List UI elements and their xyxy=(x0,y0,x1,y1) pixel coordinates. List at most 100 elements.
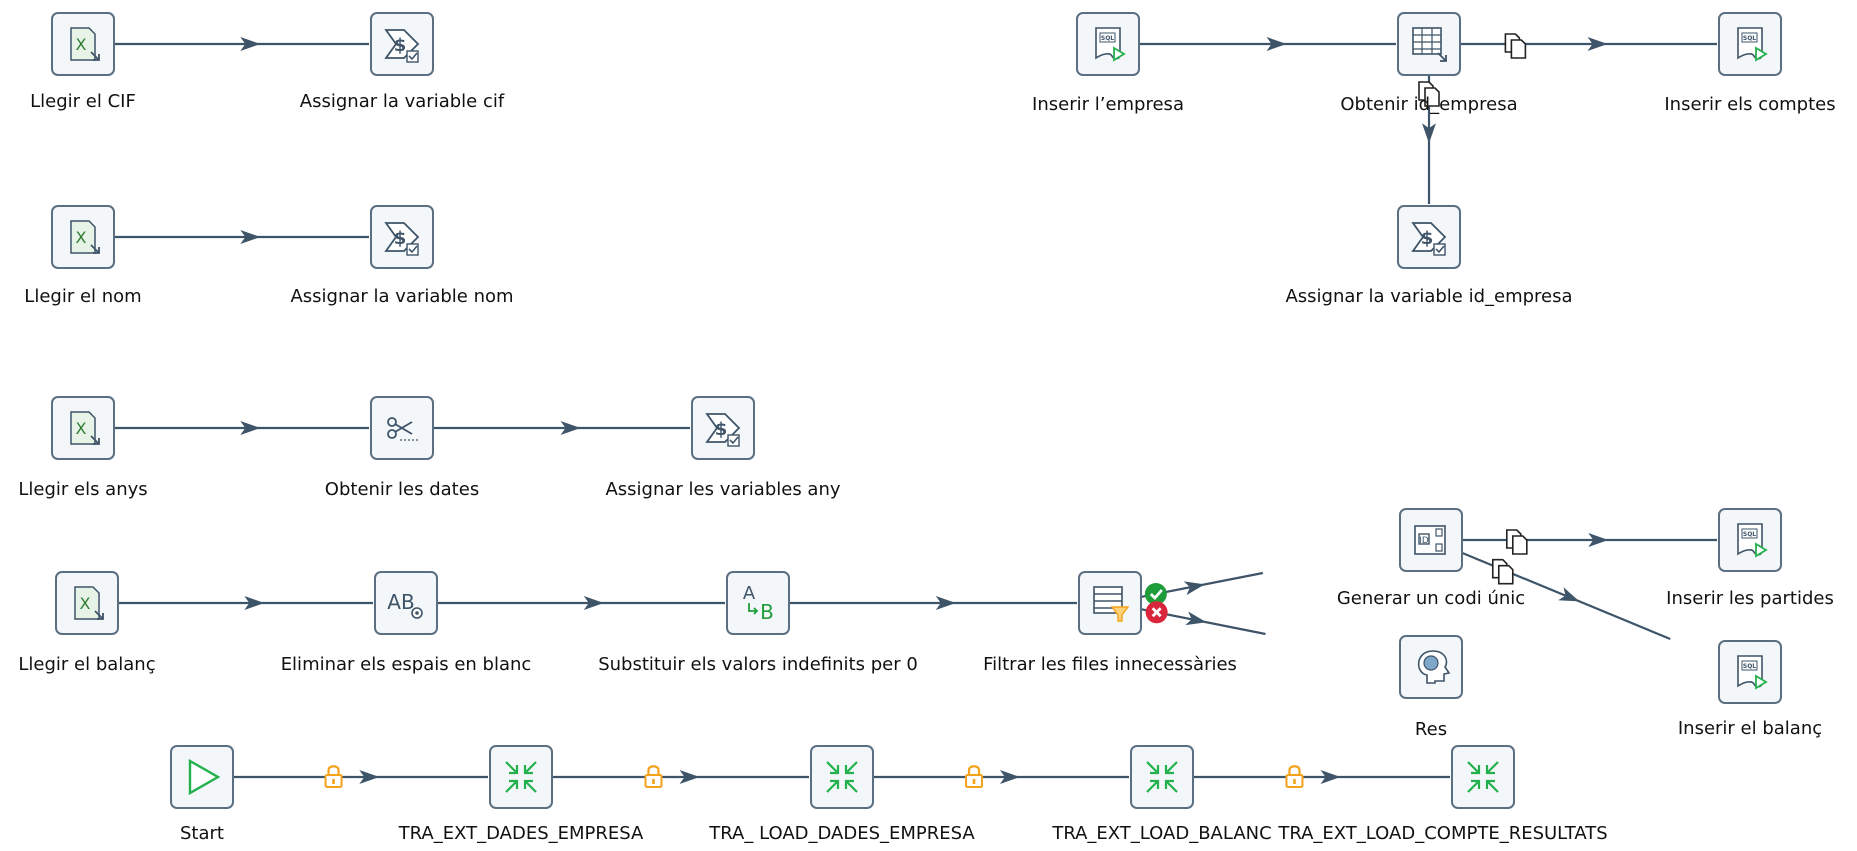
svg-text:$: $ xyxy=(715,419,728,440)
svg-text:A: A xyxy=(743,583,756,604)
step-node[interactable]: $ xyxy=(1397,205,1461,269)
step-node[interactable]: $ xyxy=(691,396,755,460)
transformation-icon xyxy=(1146,761,1178,793)
dummy-icon xyxy=(1417,650,1451,684)
step-node[interactable]: AB xyxy=(726,571,790,635)
excel-input-icon: X xyxy=(70,27,100,61)
set-variable-icon: $ xyxy=(1411,222,1447,256)
hop-arrow xyxy=(244,596,265,610)
hop-arrow xyxy=(1320,770,1341,784)
step-label: Llegir el nom xyxy=(24,286,142,307)
step-node[interactable]: X xyxy=(51,12,115,76)
step-node[interactable] xyxy=(489,745,553,809)
excel-input-icon: X xyxy=(74,586,104,620)
hop-arrow xyxy=(679,770,700,784)
svg-text:SQL: SQL xyxy=(1101,35,1114,42)
step-label: Obtenir les dates xyxy=(324,479,480,500)
hop-arrow xyxy=(1185,611,1207,626)
svg-text:ID: ID xyxy=(1419,536,1429,546)
step-label: TRA_ LOAD_DADES_EMPRESA xyxy=(709,823,975,844)
filter-rows-icon xyxy=(1093,586,1130,622)
step-label: TRA_EXT_LOAD_COMPTE_RESULTATS xyxy=(1278,823,1608,844)
svg-text:SQL: SQL xyxy=(1743,663,1756,670)
hops-layer xyxy=(83,37,1717,784)
svg-text:SQL: SQL xyxy=(1743,531,1756,538)
svg-text:$: $ xyxy=(394,35,407,56)
hop-arrow xyxy=(1422,123,1436,144)
hop-arrow xyxy=(1266,37,1287,51)
lock-icon xyxy=(324,765,343,788)
split-field-icon xyxy=(387,417,420,441)
step-label: Eliminar els espais en blanc xyxy=(280,654,532,675)
hop-markers-layer xyxy=(324,33,1528,788)
step-label: Assignar la variable id_empresa xyxy=(1285,286,1573,307)
step-node[interactable]: $ xyxy=(370,205,434,269)
sql-output-icon: SQL xyxy=(1095,27,1126,62)
svg-text:X: X xyxy=(76,35,87,54)
step-node[interactable]: X xyxy=(51,205,115,269)
excel-input-icon: X xyxy=(70,220,100,254)
copy-rows-icon xyxy=(1506,529,1528,555)
step-label: Obtenir id_empresa xyxy=(1340,94,1518,115)
step-label: Inserir el balanç xyxy=(1677,718,1823,739)
step-node[interactable] xyxy=(1399,635,1463,699)
error-x-icon xyxy=(1145,601,1168,624)
copy-rows-icon xyxy=(1491,558,1514,585)
step-node[interactable] xyxy=(1078,571,1142,635)
step-label: Llegir el CIF xyxy=(30,91,136,112)
step-label: Assignar la variable nom xyxy=(290,286,514,307)
svg-text:B: B xyxy=(760,600,774,624)
step-node[interactable]: $ xyxy=(370,12,434,76)
hop-arrow xyxy=(583,596,604,610)
step-label: Generar un codi únic xyxy=(1336,588,1526,609)
step-node[interactable]: AB xyxy=(374,571,438,635)
step-node[interactable] xyxy=(1397,12,1461,76)
step-node[interactable] xyxy=(1130,745,1194,809)
step-node[interactable]: SQL xyxy=(1718,12,1782,76)
step-label: Inserir els comptes xyxy=(1664,94,1836,115)
svg-text:X: X xyxy=(76,228,87,247)
svg-text:AB: AB xyxy=(387,590,414,614)
set-variable-icon: $ xyxy=(705,413,741,447)
step-node[interactable]: SQL xyxy=(1718,640,1782,704)
step-node[interactable] xyxy=(810,745,874,809)
step-label: Filtrar les files innecessàries xyxy=(983,654,1237,675)
step-node[interactable]: SQL xyxy=(1718,508,1782,572)
step-label: TRA_EXT_LOAD_BALANC xyxy=(1052,823,1272,844)
step-node[interactable] xyxy=(1451,745,1515,809)
step-label: Res xyxy=(1414,719,1448,740)
step-label: Inserir l’empresa xyxy=(1032,94,1184,115)
svg-text:X: X xyxy=(76,419,87,438)
svg-text:X: X xyxy=(80,594,91,613)
step-node[interactable] xyxy=(370,396,434,460)
add-sequence-icon: ID xyxy=(1414,525,1446,555)
sql-output-icon: SQL xyxy=(1737,655,1768,690)
hop-arrow xyxy=(1558,587,1580,602)
hop-arrow xyxy=(999,770,1020,784)
lock-icon xyxy=(644,765,663,788)
step-node[interactable] xyxy=(170,745,234,809)
set-variable-icon: $ xyxy=(384,29,420,63)
step-node[interactable]: SQL xyxy=(1076,12,1140,76)
lock-icon xyxy=(1285,765,1304,788)
step-label: Llegir el balanç xyxy=(18,654,156,675)
replace-value-icon: AB xyxy=(743,583,774,624)
hop-line[interactable] xyxy=(1430,538,1671,641)
step-node[interactable]: ID xyxy=(1399,508,1463,572)
step-node[interactable]: X xyxy=(51,396,115,460)
step-label: Llegir els anys xyxy=(18,479,148,500)
hop-arrow xyxy=(935,596,956,610)
svg-text:$: $ xyxy=(394,228,407,249)
transformation-icon xyxy=(505,761,537,793)
step-node[interactable]: X xyxy=(55,571,119,635)
hop-arrow xyxy=(1588,533,1609,547)
copy-rows-icon xyxy=(1504,33,1527,59)
step-label: TRA_EXT_DADES_EMPRESA xyxy=(398,823,644,844)
table-input-icon xyxy=(1412,27,1447,62)
svg-text:$: $ xyxy=(1421,228,1434,249)
sql-output-icon: SQL xyxy=(1737,27,1768,62)
hop-arrow xyxy=(1183,581,1205,596)
step-label: Start xyxy=(180,823,224,844)
